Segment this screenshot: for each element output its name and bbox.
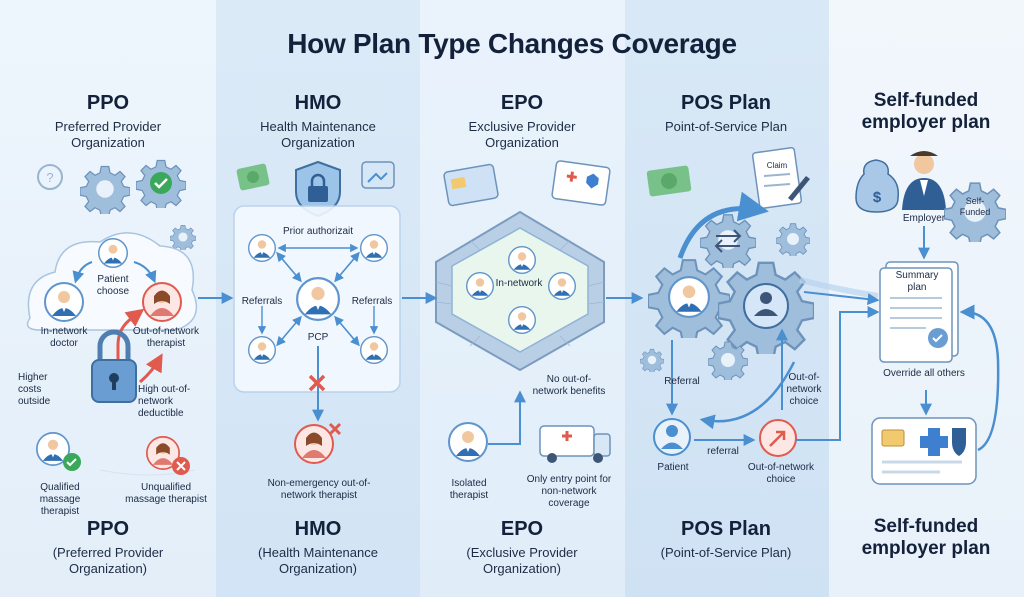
lock-shackle [97,329,131,360]
specialist-icon [360,234,388,262]
out-of-network-therapist-icon [142,282,182,322]
ppo-header-name: PPO [86,92,130,114]
check-badge-icon [150,172,172,194]
non-emergency-therapist-icon [294,424,334,464]
self-funded-header: Self-funded employer plan [836,90,1016,134]
page-title: How Plan Type Changes Coverage [287,28,737,59]
employer-label: Employer [902,213,946,224]
non-emergency-label: Non-emergency out-of-network therapist [267,478,371,501]
isolated-therapist-avatar [448,422,488,462]
hmo-footer: HMO (Health Maintenance Organization) [218,518,418,577]
in-network-doctor-icon [466,272,494,300]
epo-footer: EPO (Exclusive Provider Organization) [422,518,622,577]
cycle-arrow [677,191,769,259]
pos-footer-full: (Point-of-Service Plan) [660,545,792,560]
pos-footer: POS Plan (Point-of-Service Plan) [626,518,826,561]
ppo-graphics: ? [26,159,200,476]
insurance-card-icon [551,160,611,206]
epo-header: EPO Exclusive Provider Organization [422,92,622,151]
hmo-footer-name: HMO [294,518,342,540]
in-network-doctor-icon [508,306,536,334]
referrals-right-label: Referrals [351,296,393,307]
entry-point-label: Only entry point for non-network coverag… [526,474,612,509]
question-icon [37,164,63,190]
hmo-header: HMO Health Maintenance Organization [218,92,418,151]
pcp-label: PCP [307,332,329,343]
referral-lower-label: referral [707,446,739,457]
summary-plan-label: Summary plan [895,270,939,293]
referral-label: Referral [664,376,700,387]
out-of-network-choice-top-label: Out-of-network choice [786,372,822,407]
ppo-footer-full: (Preferred Provider Organization) [52,545,164,576]
team-icon [743,283,789,329]
pcp-doctor-icon [296,277,340,321]
prior-auth-label: Prior authorizait [282,226,354,237]
in-network-doctor-icon [44,282,84,322]
ppo-footer-name: PPO [86,518,130,540]
patient-choose-label: Patient choose [96,274,130,297]
gear-icon [708,341,748,380]
specialist-icon [248,234,276,262]
no-benefits-label: No out-of-network benefits [532,374,606,397]
gear-icon [700,214,756,268]
self-funded-graphics: $ [855,151,1006,485]
patient-label: Patient [657,462,689,473]
high-deductible-label: High out-of-network deductible [138,384,191,419]
isolated-therapist-label: Isolated therapist [449,478,489,501]
out-of-network-choice-bottom-label: Out-of-network choice [747,462,815,485]
gear-icon [640,348,664,372]
pos-graphics [640,146,814,457]
svg-text:$: $ [873,189,882,206]
in-network-doctor-icon [508,246,536,274]
qualified-therapist-label: Qualified massage therapist [39,482,81,517]
ppo-footer: PPO (Preferred Provider Organization) [8,518,208,577]
higher-costs-label: Higher costs outside [18,372,51,407]
pen-icon [788,176,810,201]
out-of-network-therapist-label: Out-of-network therapist [132,326,200,349]
blocked-x-icon [308,374,326,392]
in-network-doctor-label: In-network doctor [40,326,88,349]
in-network-yard [451,227,589,353]
cross-column-arrows [198,277,880,441]
pos-footer-name: POS Plan [680,518,772,540]
self-funded-footer: Self-funded employer plan [836,516,1016,560]
gear-icon [80,165,130,214]
pos-header-name: POS Plan [680,92,772,114]
self-funded-footer-name: Self-funded employer plan [861,516,991,559]
epo-graphics [435,160,611,463]
money-bag-icon [855,159,900,213]
epo-footer-full: (Exclusive Provider Organization) [466,545,578,576]
referrals-left-label: Referrals [241,296,283,307]
in-network-label: In-network [495,278,543,289]
doctor-icon [668,276,710,318]
epo-header-name: EPO [500,92,544,114]
hmo-graphics [233,160,401,464]
self-funded-gear-label: Self-Funded [959,196,991,217]
ppo-header: PPO Preferred Provider Organization [8,92,208,151]
pos-header-full: Point-of-Service Plan [664,119,788,134]
patient-avatar [98,238,128,268]
hmo-footer-full: (Health Maintenance Organization) [258,545,378,576]
in-network-doctor-icon [548,272,576,300]
unqualified-therapist-label: Unqualified massage therapist [125,482,207,505]
hmo-header-full: Health Maintenance Organization [260,119,376,150]
self-funded-header-name: Self-funded employer plan [861,90,991,133]
pos-header: POS Plan Point-of-Service Plan [626,92,826,135]
epo-header-full: Exclusive Provider Organization [468,119,576,150]
gear-icon [170,224,196,250]
gear-icon [776,223,810,256]
question-mark: ? [46,170,53,185]
employer-avatar [914,154,934,174]
override-label: Override all others [883,368,965,379]
claim-label: Claim [766,161,788,170]
epo-footer-name: EPO [500,518,544,540]
ppo-header-full: Preferred Provider Organization [54,119,162,150]
hmo-header-name: HMO [294,92,342,114]
specialist-icon [360,336,388,364]
claim-form-icon [751,146,803,210]
specialist-icon [248,336,276,364]
id-card-icon [443,163,499,207]
